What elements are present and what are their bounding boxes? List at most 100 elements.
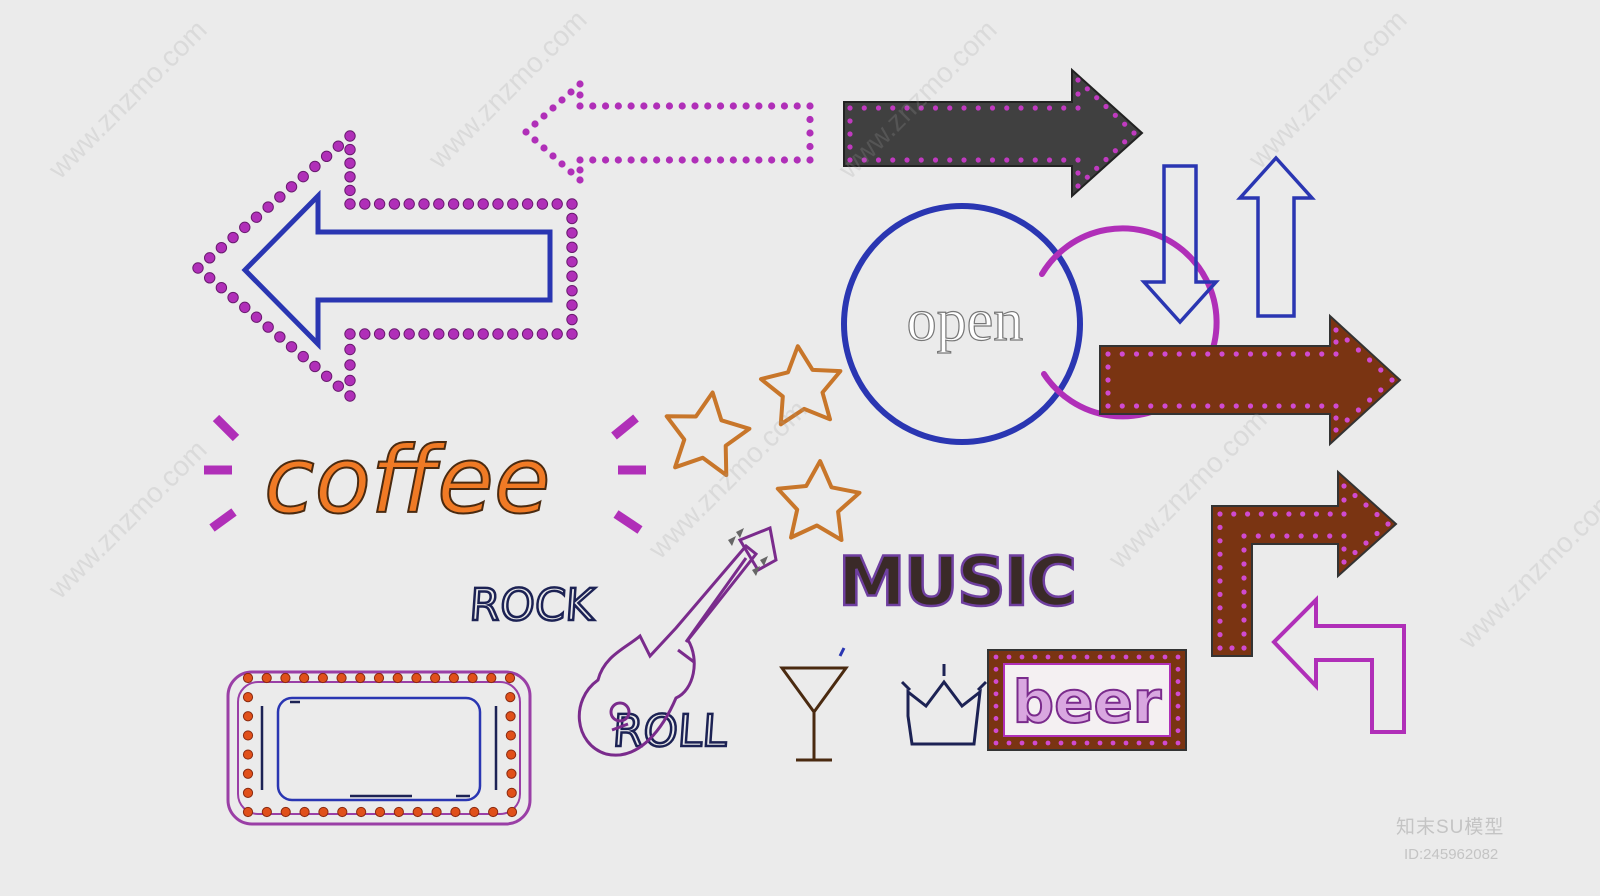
music-text: MUSIC <box>838 543 1075 622</box>
bulb-dot <box>505 730 516 741</box>
bulb-dots <box>1217 483 1391 651</box>
bulb-dot <box>1231 511 1237 517</box>
bulb-dot <box>1136 740 1142 746</box>
bulb-dot <box>1133 351 1140 357</box>
bulb-dot <box>1110 654 1116 660</box>
bulb-dot <box>932 105 939 111</box>
bulb-dot <box>1084 174 1090 180</box>
bulb-dot <box>793 102 801 110</box>
id-watermark: ID:245962082 <box>1404 846 1499 863</box>
bulb-dot <box>576 156 584 164</box>
bulb-dot <box>1327 533 1333 539</box>
bulb-dot <box>1284 533 1290 539</box>
bulb-dot <box>1355 407 1361 413</box>
bulb-dot <box>755 156 763 164</box>
bulb-dot <box>1217 632 1223 638</box>
bulb-dot <box>1290 351 1296 357</box>
bulb-dot <box>729 156 737 164</box>
bulb-dot <box>536 328 549 340</box>
bulb-dot <box>1241 533 1247 539</box>
bulb-dot <box>1341 497 1347 503</box>
bulb-dot <box>393 806 404 818</box>
bulb-dot <box>531 136 539 144</box>
bulb-dot <box>344 390 356 402</box>
bulb-dot <box>1190 403 1197 409</box>
bulb-dot <box>492 198 504 210</box>
site-watermark: www.znzmo.com <box>42 14 213 185</box>
bulb-dot <box>1110 740 1116 746</box>
bulb-dot <box>1341 533 1347 539</box>
bulb-dot <box>507 328 519 340</box>
bulb-dot <box>285 181 298 193</box>
bulb-dot <box>716 102 725 110</box>
bulb-dot <box>1363 502 1369 508</box>
bulb-dot <box>392 672 403 684</box>
bulb-dot <box>1300 511 1306 517</box>
bulb-dot <box>691 102 699 110</box>
bulb-dot <box>1258 511 1264 517</box>
bulb-dot <box>467 672 478 684</box>
bulb-dot <box>1112 112 1118 118</box>
bulb-dots <box>993 654 1181 746</box>
bulb-dot <box>806 156 814 164</box>
bulb-dot <box>806 102 814 110</box>
bulb-dot <box>280 806 291 818</box>
bulb-dot <box>640 102 648 110</box>
bulb-dot <box>337 806 348 818</box>
bulb-dot <box>1333 403 1339 409</box>
bulb-dot <box>344 184 356 197</box>
bulb-dot <box>768 156 776 164</box>
bulb-dot <box>566 256 578 268</box>
bulb-dot <box>551 198 563 210</box>
bulb-dot <box>1162 654 1168 660</box>
bulb-dot <box>450 806 461 818</box>
bulb-dot <box>242 711 254 722</box>
bulb-dot <box>1084 654 1090 660</box>
bulb-dot <box>989 105 996 111</box>
bulb-dot <box>280 672 291 684</box>
bulb-dot <box>1333 327 1339 333</box>
coffee-sparkle-icons <box>204 414 646 534</box>
bulb-dot <box>344 359 356 371</box>
bulb-dot <box>1352 549 1358 556</box>
beer-sign: beer <box>987 649 1187 751</box>
bulb-dot <box>861 157 867 163</box>
bulb-dot <box>299 806 310 818</box>
site-watermark: www.znzmo.com <box>1452 484 1600 655</box>
bulb-dot <box>847 144 853 150</box>
bulb-dot <box>989 157 996 163</box>
bulb-dot <box>242 806 254 818</box>
bulb-dot <box>665 102 674 110</box>
bulb-dot <box>1175 654 1181 660</box>
bulb-dot <box>847 105 853 111</box>
bulb-dot <box>1286 511 1292 517</box>
bulb-dot <box>780 156 789 164</box>
bulb-dot <box>262 321 274 333</box>
bulb-dot <box>576 176 584 184</box>
bulb-dot <box>332 380 345 392</box>
bulb-dot <box>274 331 286 343</box>
bulb-dot <box>1367 357 1373 363</box>
bulb-dot <box>1075 91 1081 97</box>
bulb-dot <box>1018 157 1024 163</box>
bulb-dot <box>627 156 635 164</box>
bulb-dot <box>506 768 517 779</box>
rock-text: ROCK <box>468 580 597 631</box>
bulb-dot <box>297 170 309 183</box>
bulb-dot <box>566 270 578 282</box>
bulb-dot <box>1103 156 1109 163</box>
bulb-dot <box>1045 654 1051 660</box>
site-watermark: www.znzmo.com <box>42 434 213 605</box>
bulb-dot <box>1148 403 1154 409</box>
bulb-dot <box>1075 183 1081 189</box>
bulb-dot <box>1162 351 1168 357</box>
bulb-dot <box>318 806 329 818</box>
bulb-dot <box>1262 351 1268 357</box>
bulb-dot <box>1217 591 1223 598</box>
bulb-dot <box>1148 351 1154 357</box>
dotted-left-arrow-sign <box>192 130 578 402</box>
bulb-dot <box>239 221 251 234</box>
guitar-pegs <box>728 528 768 576</box>
bulb-dot <box>477 198 489 210</box>
bulb-dot <box>242 787 254 798</box>
